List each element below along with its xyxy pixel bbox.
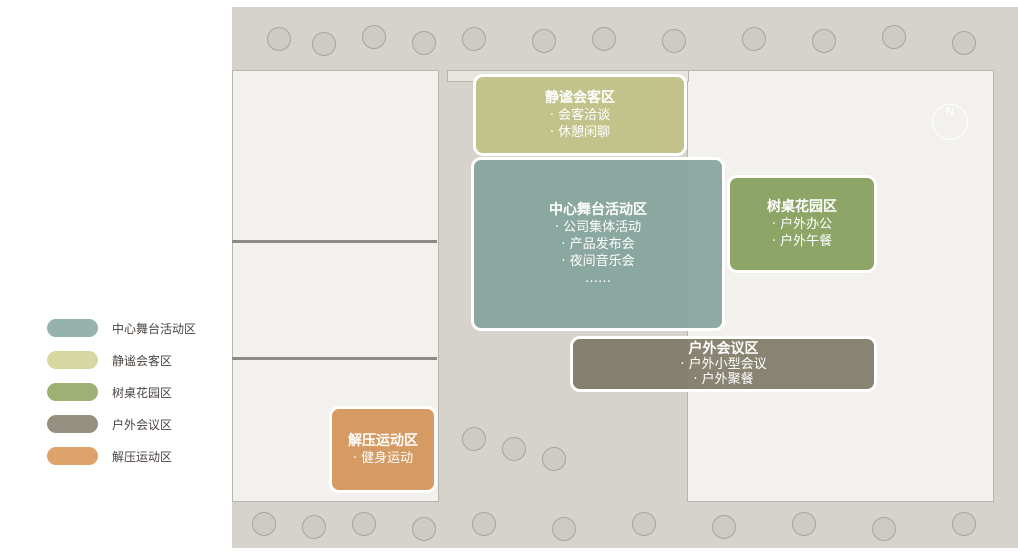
north-compass: N [932, 104, 968, 140]
zone-item: …… [585, 270, 611, 286]
zone-item: · 休憩闲聊 [549, 124, 611, 140]
legend-item-meeting: 户外会议区 [47, 408, 196, 440]
zone-title: 树桌花园区 [767, 198, 837, 215]
zone-item: · 户外小型会议 [680, 356, 767, 372]
zone-garden: 树桌花园区 · 户外办公 · 户外午餐 [727, 175, 877, 273]
zone-item: · 产品发布会 [561, 236, 635, 252]
zone-item: · 户外办公 [771, 216, 833, 232]
legend-item-quiet: 静谧会客区 [47, 344, 196, 376]
zone-sport: 解压运动区 · 健身运动 [329, 406, 437, 493]
zone-item: · 户外聚餐 [693, 371, 754, 387]
zone-item: · 会客洽谈 [549, 107, 611, 123]
zone-quiet: 静谧会客区 · 会客洽谈 · 休憩闲聊 [473, 74, 687, 156]
legend-label: 树桌花园区 [112, 385, 173, 400]
zone-item: · 健身运动 [352, 450, 414, 466]
zone-title: 户外会议区 [688, 340, 759, 357]
legend-swatch [47, 319, 98, 337]
wall-line [232, 357, 437, 360]
legend-swatch [47, 383, 98, 401]
compass-label: N [945, 105, 955, 118]
legend-item-garden: 树桌花园区 [47, 376, 196, 408]
legend-item-center: 中心舞台活动区 [47, 312, 196, 344]
legend: 中心舞台活动区 静谧会客区 树桌花园区 户外会议区 解压运动区 [47, 312, 196, 472]
legend-label: 解压运动区 [112, 449, 173, 464]
zone-item: · 夜间音乐会 [561, 253, 635, 269]
legend-label: 中心舞台活动区 [112, 321, 197, 336]
zone-meeting: 户外会议区 · 户外小型会议 · 户外聚餐 [570, 336, 877, 392]
zone-item: · 公司集体活动 [554, 219, 642, 235]
legend-label: 静谧会客区 [112, 353, 173, 368]
zone-center: 中心舞台活动区 · 公司集体活动 · 产品发布会 · 夜间音乐会 …… [471, 157, 725, 331]
legend-label: 户外会议区 [112, 417, 173, 432]
legend-swatch [47, 415, 98, 433]
legend-swatch [47, 351, 98, 369]
legend-swatch [47, 447, 98, 465]
zone-title: 中心舞台活动区 [549, 201, 647, 218]
legend-item-sport: 解压运动区 [47, 440, 196, 472]
zone-title: 静谧会客区 [545, 89, 615, 106]
building-right [687, 70, 994, 502]
zone-item: · 户外午餐 [771, 233, 833, 249]
wall-line [232, 240, 437, 243]
zone-title: 解压运动区 [348, 432, 418, 449]
